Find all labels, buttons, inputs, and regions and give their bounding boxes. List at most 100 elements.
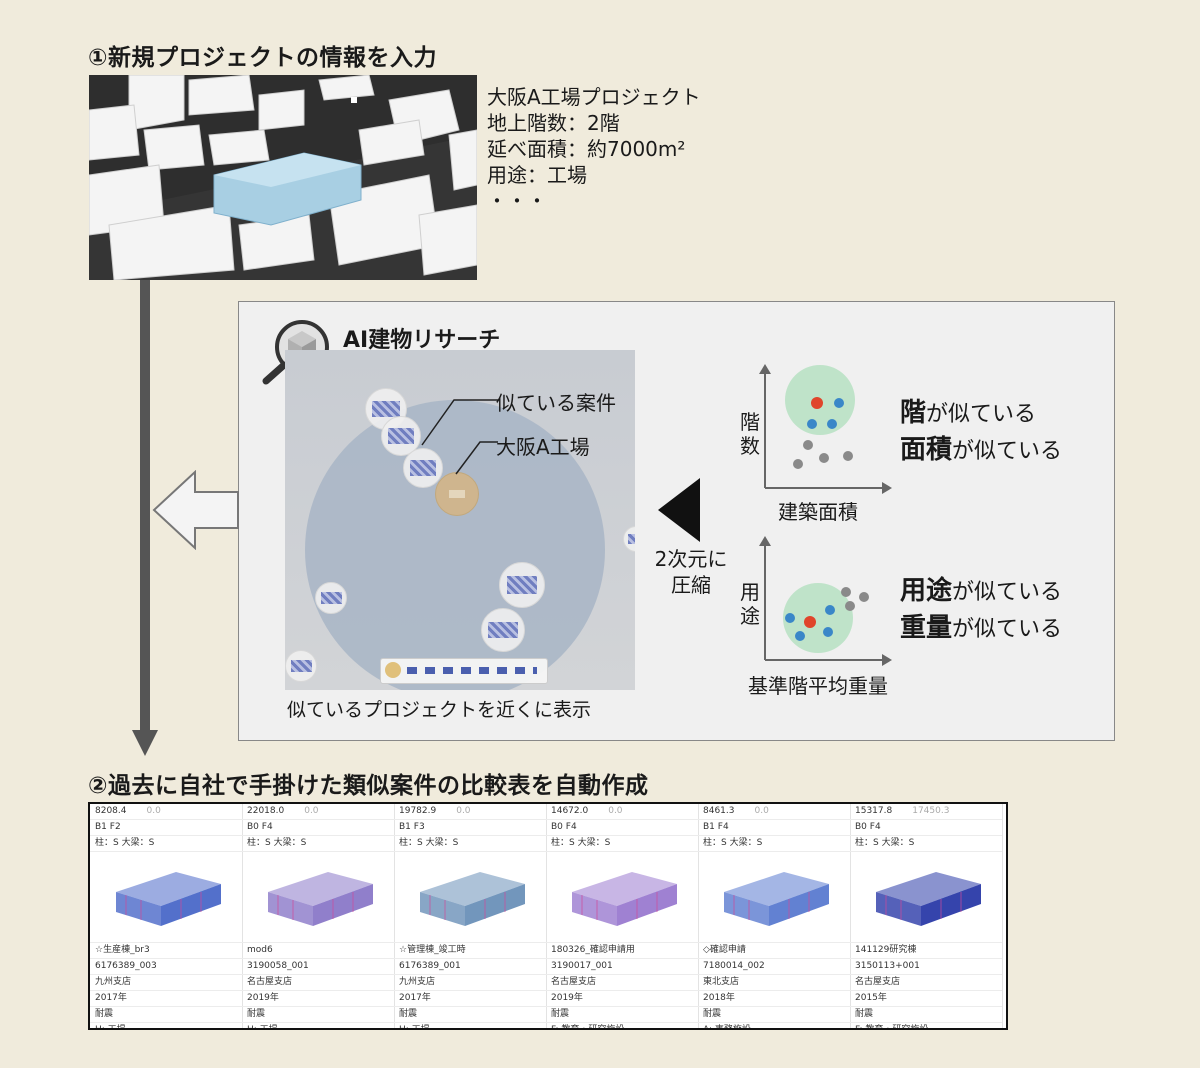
cell-id: 3150113+001 bbox=[850, 959, 1002, 975]
scatter1-title2-rest: が似ている bbox=[952, 439, 1063, 464]
scatter1-title1-rest: が似ている bbox=[926, 402, 1037, 427]
structure-model-icon bbox=[876, 872, 981, 926]
similarity-region bbox=[305, 400, 605, 690]
ai-research-title: AI建物リサーチ bbox=[343, 328, 501, 353]
thumbnail-items[interactable] bbox=[407, 667, 537, 674]
other-point bbox=[793, 459, 803, 469]
project-info: 大阪A工場プロジェクト 地上階数：2階 延べ面積：約7000m² 用途：工場 ・… bbox=[487, 84, 701, 214]
cell-name: ☆生産棟_br3 bbox=[90, 943, 242, 959]
scatter1-title1-bold: 階 bbox=[900, 398, 927, 428]
scatter2-title2-bold: 重量 bbox=[900, 613, 953, 643]
project-bubble[interactable] bbox=[623, 526, 635, 552]
cell-name-value: ☆生産棟_br3 bbox=[95, 945, 150, 955]
other-point bbox=[841, 587, 851, 597]
structure-model-icon bbox=[420, 872, 525, 926]
scatter1-xlabel: 建築面積 bbox=[778, 500, 858, 524]
cell-structure-value: 柱：S 大梁：S bbox=[95, 838, 155, 848]
cell-area-value: 8208.4 bbox=[95, 806, 127, 816]
other-point bbox=[803, 440, 813, 450]
similar-project-bubble[interactable] bbox=[499, 562, 545, 608]
cell-use-value: H: 工場 bbox=[247, 1025, 278, 1030]
cell-use: H: 工場 bbox=[394, 1023, 546, 1028]
cell-branch: 名古屋支店 bbox=[242, 975, 394, 991]
project-info-area: 延べ面積：約7000m² bbox=[487, 137, 686, 161]
similar-point bbox=[827, 419, 837, 429]
structure-3d-model[interactable] bbox=[698, 852, 850, 943]
cell-branch: 九州支店 bbox=[394, 975, 546, 991]
cell-year: 2019年 bbox=[546, 991, 698, 1007]
cell-floors-value: B0 F4 bbox=[247, 822, 273, 832]
target-project-bubble[interactable] bbox=[435, 472, 479, 516]
project-info-use: 用途：工場 bbox=[487, 163, 587, 187]
cell-structure: 柱：S 大梁：S bbox=[698, 836, 850, 852]
cell-use: A: 事務施設 bbox=[698, 1023, 850, 1028]
cell-id: 7180014_002 bbox=[698, 959, 850, 975]
compress-label: 2次元に 圧縮 bbox=[646, 546, 736, 598]
structure-3d-model[interactable] bbox=[242, 852, 394, 943]
cell-use-value: F: 教育・研究施設 bbox=[855, 1025, 929, 1030]
cell-year-value: 2019年 bbox=[247, 993, 279, 1003]
cell-branch: 九州支店 bbox=[90, 975, 242, 991]
cell-year-value: 2019年 bbox=[551, 993, 583, 1003]
cell-area-value: 22018.0 bbox=[247, 806, 285, 816]
cell-branch-value: 九州支店 bbox=[95, 977, 132, 987]
cell-id: 3190017_001 bbox=[546, 959, 698, 975]
cell-year-value: 2017年 bbox=[399, 993, 431, 1003]
structure-3d-model[interactable] bbox=[394, 852, 546, 943]
structure-3d-model[interactable] bbox=[546, 852, 698, 943]
structure-3d-model[interactable] bbox=[90, 852, 242, 943]
cell-structure-value: 柱：S 大梁：S bbox=[399, 838, 459, 848]
cell-id: 6176389_003 bbox=[90, 959, 242, 975]
cell-area-sub: 0.0 bbox=[146, 806, 161, 816]
other-point bbox=[859, 592, 869, 602]
cell-structure: 柱：S 大梁：S bbox=[394, 836, 546, 852]
scatter2-title1-bold: 用途 bbox=[900, 576, 953, 606]
cell-year-value: 2015年 bbox=[855, 993, 887, 1003]
cell-year-value: 2018年 bbox=[703, 993, 735, 1003]
cell-area-value: 19782.9 bbox=[399, 806, 437, 816]
thumbnail-selected[interactable] bbox=[385, 662, 401, 678]
scatter2-ylabel-line2: 途 bbox=[740, 604, 760, 628]
cell-structure-value: 柱：S 大梁：S bbox=[855, 838, 915, 848]
cell-area: 8461.3 0.0 bbox=[698, 804, 850, 820]
cell-area-sub: 0.0 bbox=[754, 806, 769, 816]
project-info-ellipsis: ・・・ bbox=[487, 189, 547, 213]
left-arrow-outline-icon bbox=[152, 470, 239, 550]
cell-branch-value: 九州支店 bbox=[399, 977, 436, 987]
cell-area-value: 8461.3 bbox=[703, 806, 735, 816]
scatter-use-weight bbox=[759, 536, 892, 666]
cell-year: 2017年 bbox=[394, 991, 546, 1007]
project-bubble[interactable] bbox=[315, 582, 347, 614]
cell-year-value: 2017年 bbox=[95, 993, 127, 1003]
structure-3d-model[interactable] bbox=[850, 852, 1002, 943]
cell-name: 180326_確認申請用 bbox=[546, 943, 698, 959]
cell-id-value: 6176389_001 bbox=[399, 961, 461, 971]
scatter2-title2-rest: が似ている bbox=[952, 617, 1063, 642]
cell-type-value: 耐震 bbox=[855, 1009, 874, 1019]
cell-id-value: 3190017_001 bbox=[551, 961, 613, 971]
cell-floors: B0 F4 bbox=[242, 820, 394, 836]
structure-model-icon bbox=[116, 872, 221, 926]
cell-id-value: 7180014_002 bbox=[703, 961, 765, 971]
cell-area-value: 14672.0 bbox=[551, 806, 589, 816]
scatter2-ylabel-line1: 用 bbox=[740, 580, 760, 604]
similar-project-bubble[interactable] bbox=[481, 608, 525, 652]
similar-project-bubble[interactable] bbox=[403, 448, 443, 488]
other-point bbox=[819, 453, 829, 463]
cell-floors-value: B1 F3 bbox=[399, 822, 425, 832]
project-bubble[interactable] bbox=[285, 650, 317, 682]
scatter2-xlabel: 基準階平均重量 bbox=[748, 674, 888, 698]
cell-floors-value: B1 F4 bbox=[703, 822, 729, 832]
compress-label-line1: 2次元に bbox=[654, 547, 728, 571]
thumbnail-strip[interactable] bbox=[380, 658, 548, 684]
cell-type: 耐震 bbox=[90, 1007, 242, 1023]
scatter1-title2: 面積が似ている bbox=[900, 429, 1062, 466]
similarity-map[interactable] bbox=[285, 350, 635, 690]
cell-use: H: 工場 bbox=[90, 1023, 242, 1028]
